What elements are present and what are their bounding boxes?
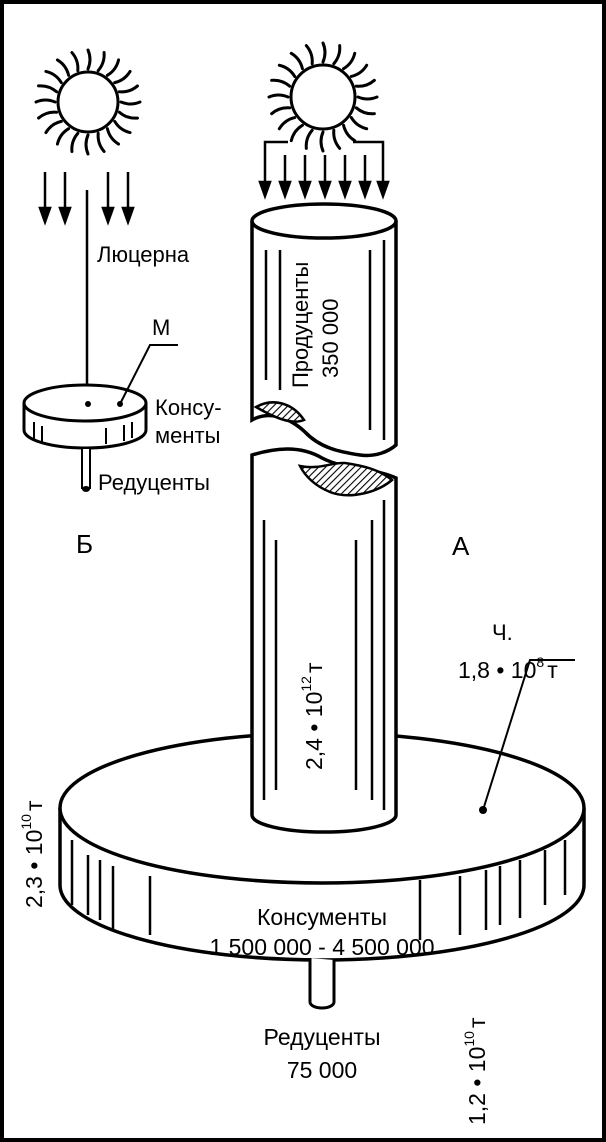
sun-ray: [117, 84, 139, 94]
producers-mass-base: 2,4 • 10: [301, 692, 327, 770]
reducers-mass-unit: т: [464, 1017, 490, 1028]
human-mass-exponent: 8: [536, 654, 544, 670]
producer-cylinder-upper: [250, 202, 398, 458]
small-reducer-stub: [81, 447, 91, 492]
sun-ray: [342, 51, 357, 71]
consumers-mass-exponent: 10: [18, 814, 34, 830]
sun-ray: [270, 78, 292, 88]
reducers-mass-exponent: 10: [461, 1031, 477, 1047]
sun-ray: [267, 93, 290, 99]
sun-ray: [304, 128, 314, 150]
sun-ray: [84, 133, 90, 156]
producers-mass: 2,4 • 1012 т: [298, 662, 327, 770]
sun-ray: [356, 95, 379, 101]
sun-ray: [332, 128, 342, 150]
leader-line-m: [119, 344, 178, 405]
producers-mass-exponent: 12: [298, 676, 314, 692]
sun-ray: [277, 116, 297, 131]
sun-ray: [37, 110, 59, 120]
sun-ray: [354, 106, 376, 116]
sun-ray: [44, 119, 63, 135]
sun-icon-left: [34, 48, 142, 156]
sun-ray: [55, 58, 71, 77]
reducers-label-a: Редуценты: [263, 1024, 380, 1050]
animal-marker-label: М: [152, 315, 170, 340]
reducers-label-b: Редуценты: [98, 470, 210, 495]
sun-ray: [44, 69, 63, 85]
producers-count: 350 000: [318, 298, 343, 378]
svg-text:1,2 • 1010т: 1,2 • 1010 т: [461, 1017, 490, 1125]
sun-ray: [349, 116, 369, 131]
human-marker-label: Ч.: [492, 620, 513, 645]
sun-ray: [321, 41, 327, 64]
sun-ray: [96, 51, 106, 73]
producer-cylinder-lower: [250, 447, 398, 834]
svg-text:2,4 • 1012т: 2,4 • 1012 т: [298, 662, 327, 770]
human-mass-base: 1,8 • 10: [458, 657, 536, 683]
sunlight-arrows-left: [38, 172, 135, 226]
sun-ray: [270, 106, 292, 116]
sun-icon-right: [267, 41, 379, 153]
consumers-label-line1: Консу-: [155, 395, 222, 420]
sun-ray: [354, 78, 376, 88]
panel-letter-a: А: [452, 531, 470, 561]
consumers-label-line2: менты: [155, 423, 220, 448]
sun-ray: [55, 127, 71, 146]
sun-ray: [332, 44, 342, 66]
sun-ray: [117, 110, 139, 120]
sun-ray: [289, 123, 304, 143]
sunlight-arrows-right: [258, 140, 390, 200]
reducers-mass-base: 1,2 • 10: [464, 1047, 490, 1125]
sun-ray: [113, 69, 132, 85]
sun-ray: [349, 63, 369, 78]
large-reducer-stub: [308, 958, 336, 1010]
sun-ray: [319, 130, 325, 153]
large-consumer-disc: [58, 731, 586, 962]
svg-text:2,3 • 1010т: 2,3 • 1010 т: [18, 800, 47, 908]
sun-ray: [37, 84, 59, 94]
consumers-mass-base: 2,3 • 10: [21, 830, 47, 908]
producers-mass-unit: т: [301, 662, 327, 673]
sun-ray: [113, 119, 132, 135]
consumers-label-a: Консументы: [257, 904, 387, 930]
human-mass-unit: т: [547, 657, 558, 683]
consumers-mass-unit: т: [21, 800, 47, 811]
reducers-count: 75 000: [287, 1057, 357, 1083]
sun-ray: [289, 51, 304, 71]
sun-ray: [70, 131, 80, 153]
sun-ray: [34, 98, 57, 104]
small-consumer-disc: [22, 383, 148, 450]
sun-ray: [105, 58, 121, 77]
leader-line-human: [482, 659, 575, 811]
sun-ray: [277, 63, 297, 78]
reducers-mass: 1,2 • 1010 т: [461, 1017, 490, 1125]
sun-ray: [342, 123, 357, 143]
consumers-count: 1 500 000 - 4 500 000: [209, 934, 434, 960]
sun-ray: [119, 100, 142, 106]
sun-ray: [304, 44, 314, 66]
panel-letter-b: Б: [76, 529, 93, 559]
sun-ray: [70, 51, 80, 73]
sun-ray: [86, 48, 92, 71]
alfalfa-label: Люцерна: [97, 242, 190, 267]
sun-ray: [96, 131, 106, 153]
consumers-mass: 2,3 • 1010 т: [18, 800, 47, 908]
producers-label: Продуценты: [288, 262, 313, 388]
sun-ray: [105, 127, 121, 146]
